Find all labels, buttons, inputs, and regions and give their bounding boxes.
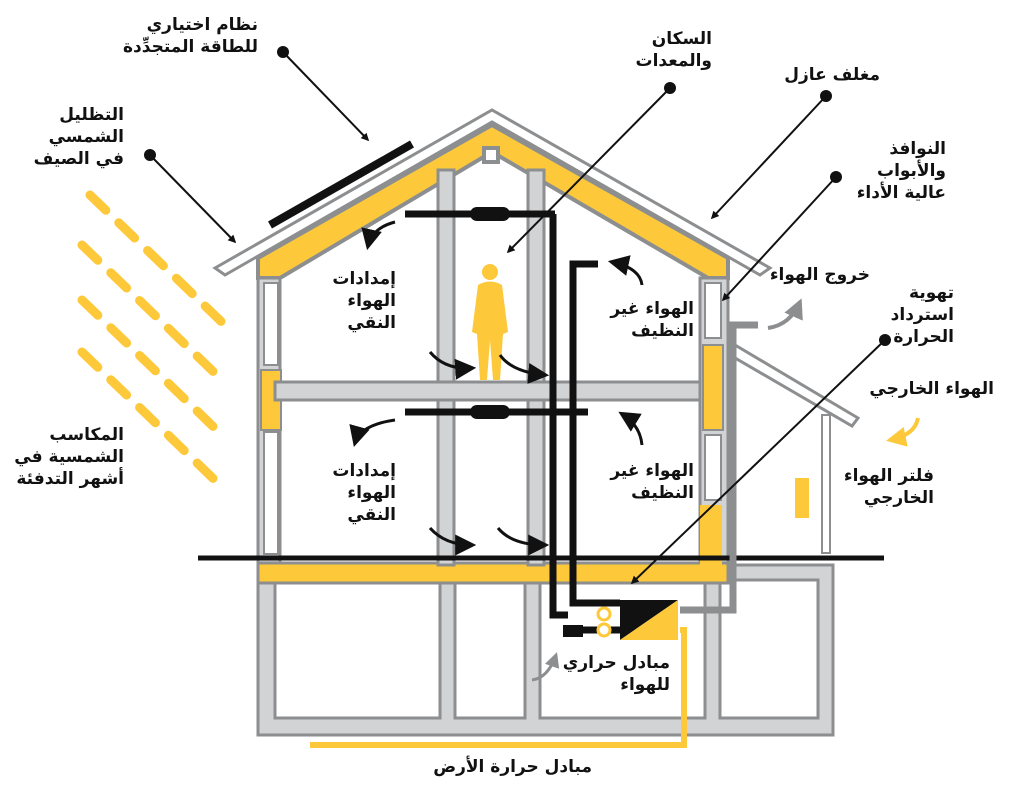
label-line: النقي (347, 505, 396, 525)
label-line: عالية الأداء (856, 183, 946, 203)
label-line: أشهر التدفئة (16, 469, 124, 489)
label-line: الشمسية في (14, 447, 124, 467)
label-line: إمدادات (332, 269, 396, 289)
label-windows-doors: النوافذ والأبواب عالية الأداء (857, 138, 946, 204)
label-exhaust-air: خروج الهواء (770, 264, 870, 286)
label-line: النوافذ (889, 139, 946, 159)
basement-frame (256, 563, 835, 737)
roof (212, 108, 773, 280)
airflow-arrow-icon (531, 652, 560, 682)
label-line: مبادل حراري (562, 653, 670, 673)
label-solar-gains: المكاسب الشمسية في أشهر التدفئة (14, 424, 124, 490)
label-line: إمدادات (332, 461, 396, 481)
label-fresh-air-upper: إمدادات الهواء النقي (332, 268, 396, 334)
label-renewable-energy: نظام اختياري للطاقة المتجدِّدة (123, 14, 258, 58)
label-line: الحرارة (893, 327, 954, 347)
airflow-arrow-icon (349, 220, 644, 556)
exhaust-duct (680, 321, 758, 614)
label-line: الشمسي (48, 127, 124, 147)
label-line: في الصيف (33, 149, 124, 169)
sun-rays-icon (77, 190, 235, 492)
label-fresh-air-lower: إمدادات الهواء النقي (332, 460, 396, 526)
label-stale-air-lower: الهواء غير النظيف (610, 460, 694, 504)
label-line: للطاقة المتجدِّدة (122, 37, 258, 57)
label-heat-recovery-ventilation: تهوية استرداد الحرارة (891, 282, 954, 348)
label-summer-shading: التظليل الشمسي في الصيف (34, 104, 124, 170)
label-outside-air: الهواء الخارجي (869, 378, 994, 400)
label-line: فلتر الهواء (843, 466, 934, 486)
label-ground-heat-exchanger: مبادل حرارة الأرض (433, 756, 592, 778)
airflow-arrow-icon (767, 298, 803, 330)
label-line: تهوية (909, 283, 954, 303)
ground-heat-exchanger-loop (310, 627, 687, 748)
label-line: الخارجي (863, 488, 934, 508)
heat-recovery-unit (563, 600, 678, 640)
solar-panel-icon (268, 140, 414, 229)
label-line: للهواء (620, 675, 670, 695)
label-line: والأبواب (876, 161, 946, 181)
label-stale-air-upper: الهواء غير النظيف (610, 298, 694, 342)
label-line: النظيف (631, 483, 694, 503)
porch (728, 342, 861, 554)
label-line: والمعدات (635, 51, 713, 71)
fan-unit (470, 405, 510, 419)
fan-unit (470, 207, 510, 221)
label-line: الهواء الخارجي (869, 379, 994, 399)
window-icon (263, 282, 722, 555)
label-outside-air-filter: فلتر الهواء الخارجي (844, 465, 934, 509)
airflow-arrow-icon (886, 417, 920, 447)
label-line: مغلف عازل (784, 65, 880, 85)
label-line: خروج الهواء (769, 265, 870, 285)
label-insulated-envelope: مغلف عازل (784, 64, 880, 86)
callout-leaders (149, 51, 886, 585)
label-line: استرداد (890, 305, 954, 325)
outside-air-filter-icon (795, 478, 809, 518)
label-line: المكاسب (49, 425, 124, 445)
label-line: نظام اختياري (146, 15, 258, 35)
label-line: السكان (651, 29, 712, 49)
label-line: مبادل حرارة الأرض (433, 757, 592, 777)
person-silhouette-icon (472, 264, 508, 380)
label-line: الهواء غير (610, 299, 694, 319)
interior-frame (273, 168, 702, 567)
label-line: التظليل (59, 105, 124, 125)
callout-dot-icon (144, 46, 891, 346)
label-line: الهواء (347, 483, 396, 503)
label-air-heat-exchanger: مبادل حراري للهواء (563, 652, 670, 696)
label-line: النقي (347, 313, 396, 333)
label-line: النظيف (631, 321, 694, 341)
label-line: الهواء غير (610, 461, 694, 481)
label-line: الهواء (347, 291, 396, 311)
label-occupants: السكان والمعدات (636, 28, 713, 72)
